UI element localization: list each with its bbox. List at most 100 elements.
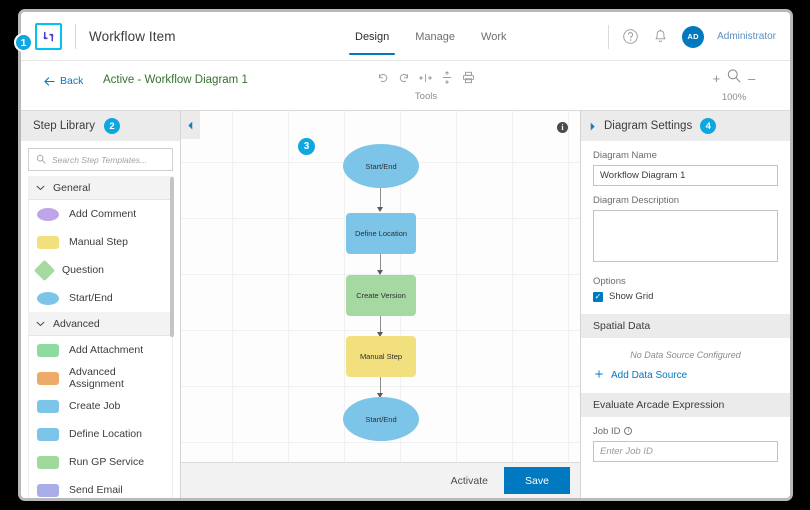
- undo-icon[interactable]: [377, 72, 389, 84]
- redo-icon[interactable]: [398, 72, 410, 84]
- callout-badge-1: 1: [14, 33, 33, 52]
- node-create-version[interactable]: Create Version: [346, 275, 416, 316]
- collapse-left-icon[interactable]: [181, 111, 200, 139]
- step-item-manual-step[interactable]: Manual Step: [29, 228, 172, 256]
- back-button[interactable]: Back: [44, 75, 83, 87]
- node-label: Manual Step: [359, 352, 403, 361]
- diagram-description-label: Diagram Description: [593, 195, 680, 206]
- diagram-canvas[interactable]: 3 i Start/End Define Location Create Ver…: [181, 111, 580, 498]
- edge-1: [380, 188, 381, 208]
- zoom-row: + –: [694, 68, 774, 88]
- callout-badge-3: 3: [298, 138, 315, 155]
- callout-badge-1-wrap: 1: [14, 33, 33, 52]
- create-job-shape-icon: [37, 399, 59, 413]
- options-label: Options: [593, 276, 626, 287]
- save-button[interactable]: Save: [504, 467, 570, 494]
- add-comment-shape-icon: [37, 207, 59, 221]
- tab-manage[interactable]: Manage: [415, 30, 456, 43]
- step-item-question[interactable]: Question: [29, 256, 172, 284]
- info-circle-icon[interactable]: i: [557, 122, 568, 133]
- diagram-name-input[interactable]: [593, 165, 778, 186]
- run-gp-service-shape-icon: [37, 455, 59, 469]
- step-library-panel: Step Library 2 General Add Co: [21, 111, 181, 498]
- nav-tabs: Design Manage Work: [348, 12, 508, 61]
- bell-icon[interactable]: [652, 28, 669, 45]
- show-grid-label: Show Grid: [609, 291, 654, 302]
- app-header: Workflow Item Design Manage Work: [21, 12, 790, 61]
- zoom-out-button[interactable]: –: [748, 70, 756, 86]
- expand-right-icon[interactable]: [589, 122, 596, 131]
- info-small-icon[interactable]: i: [624, 427, 633, 436]
- step-item-run-gp-service[interactable]: Run GP Service: [29, 448, 172, 476]
- back-label: Back: [60, 75, 84, 87]
- arrowhead-3: [377, 332, 383, 337]
- node-start-end-bottom[interactable]: Start/End: [343, 397, 419, 441]
- tab-design[interactable]: Design: [348, 12, 396, 61]
- align-horizontal-icon[interactable]: [419, 72, 432, 84]
- manual-step-shape-icon: [37, 235, 59, 249]
- define-location-shape-icon: [37, 427, 59, 441]
- application-window: Workflow Item Design Manage Work: [18, 9, 793, 501]
- step-item-add-attachment[interactable]: Add Attachment: [29, 336, 172, 364]
- magnifier-icon[interactable]: [726, 68, 742, 89]
- edge-3: [380, 316, 381, 333]
- step-library-scrollbar[interactable]: [170, 177, 174, 337]
- help-circle-icon[interactable]: [622, 28, 639, 45]
- spatial-data-section-header: Spatial Data: [581, 314, 790, 338]
- step-label: Run GP Service: [69, 456, 145, 468]
- tab-work[interactable]: Work: [481, 30, 507, 43]
- step-label: Add Attachment: [69, 344, 144, 356]
- user-name[interactable]: Administrator: [717, 31, 776, 42]
- zoom-controls: + – 100%: [694, 68, 774, 103]
- step-item-send-email[interactable]: Send Email: [29, 476, 172, 498]
- node-start-end-top[interactable]: Start/End: [343, 144, 419, 188]
- group-header-advanced[interactable]: Advanced: [29, 312, 172, 336]
- node-define-location[interactable]: Define Location: [346, 213, 416, 254]
- question-shape-icon: [33, 259, 56, 281]
- edge-4: [380, 377, 381, 394]
- no-data-source-note: No Data Source Configured: [630, 350, 741, 360]
- header-divider: [75, 23, 76, 49]
- node-label: Start/End: [365, 161, 397, 171]
- arrowhead-1: [377, 207, 383, 212]
- diagram-settings-header: Diagram Settings 4: [581, 111, 790, 141]
- diagram-description-textarea[interactable]: [593, 210, 778, 262]
- node-label: Start/End: [365, 414, 397, 424]
- step-item-define-location[interactable]: Define Location: [29, 420, 172, 448]
- print-icon[interactable]: [462, 71, 475, 84]
- group-header-general[interactable]: General: [29, 176, 172, 200]
- align-vertical-icon[interactable]: [441, 71, 453, 84]
- step-library-list[interactable]: General Add Comment Manual Step Question…: [28, 176, 173, 498]
- step-item-add-comment[interactable]: Add Comment: [29, 200, 172, 228]
- workflow-logo-icon[interactable]: [35, 22, 62, 50]
- step-library-title: Step Library: [33, 120, 96, 132]
- callout-badge-3-wrap: 3: [298, 138, 315, 155]
- tools-icon-row: [371, 69, 481, 86]
- step-label: Add Comment: [69, 208, 137, 220]
- diagram-name-label: Diagram Name: [593, 150, 657, 161]
- step-library-header: Step Library 2: [21, 111, 180, 141]
- step-label: Create Job: [69, 400, 121, 412]
- step-label: Manual Step: [69, 236, 128, 248]
- step-item-advanced-assignment[interactable]: Advanced Assignment: [29, 364, 172, 392]
- search-input[interactable]: [52, 154, 165, 165]
- zoom-level-label: 100%: [721, 92, 747, 103]
- diagram-toolbar: Back Active - Workflow Diagram 1: [21, 61, 790, 111]
- node-manual-step[interactable]: Manual Step: [346, 336, 416, 377]
- search-step-templates-wrap[interactable]: [28, 148, 173, 171]
- job-id-input[interactable]: [593, 441, 778, 462]
- show-grid-row[interactable]: ✓ Show Grid: [593, 291, 778, 302]
- show-grid-checkbox[interactable]: ✓: [593, 291, 603, 302]
- activate-button[interactable]: Activate: [435, 467, 504, 494]
- zoom-in-button[interactable]: +: [712, 70, 721, 86]
- step-item-start-end[interactable]: Start/End: [29, 284, 172, 312]
- add-attachment-shape-icon: [37, 343, 59, 357]
- diagram-status-label: Active - Workflow Diagram 1: [103, 74, 248, 86]
- add-data-source-button[interactable]: Add Data Source: [595, 370, 790, 381]
- advanced-assignment-shape-icon: [37, 371, 59, 385]
- avatar[interactable]: AD: [682, 25, 705, 48]
- node-label: Define Location: [354, 229, 408, 238]
- step-item-create-job[interactable]: Create Job: [29, 392, 172, 420]
- diagram-settings-title: Diagram Settings: [604, 120, 693, 132]
